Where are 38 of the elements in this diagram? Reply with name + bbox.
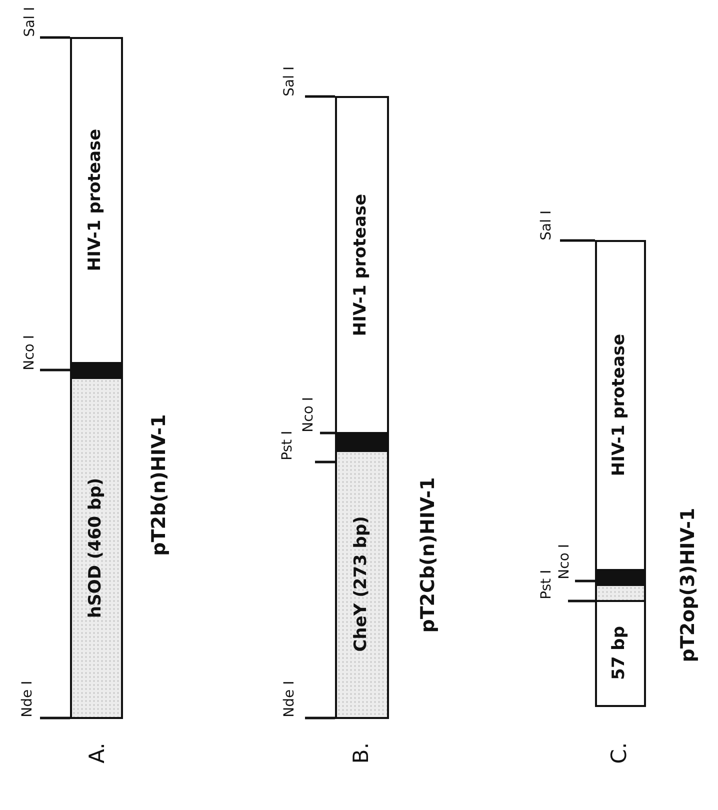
site-tick: [560, 239, 595, 242]
gene-segment: [595, 600, 646, 707]
segment-label: 57 bp: [611, 625, 629, 682]
segment-label: CheY (273 bp): [352, 515, 370, 654]
restriction-site-label: Nde I: [282, 654, 298, 717]
gene-segment: [335, 96, 389, 434]
restriction-site-label: Sal I: [282, 40, 298, 96]
gene-segment: [70, 37, 123, 364]
site-tick: [305, 95, 335, 98]
site-tick: [320, 432, 335, 434]
restriction-site-label: Sal I: [540, 186, 554, 240]
site-tick: [40, 36, 70, 39]
segment-label: HIV-1 protease: [352, 192, 370, 338]
panel-letter: A.: [86, 742, 110, 766]
site-tick: [40, 368, 70, 372]
construct-name: pT2Cb(n)HIV-1: [419, 476, 439, 635]
site-tick: [305, 716, 335, 720]
site-tick: [568, 600, 595, 602]
site-tick: [575, 580, 595, 582]
construct-name: pT2b(n)HIV-1: [150, 413, 170, 558]
restriction-site-label: Nco I: [302, 378, 316, 432]
site-tick: [40, 716, 70, 720]
restriction-site-label: Pst I: [280, 408, 296, 460]
site-tick: [315, 460, 335, 464]
restriction-site-label: Pst I: [540, 546, 554, 599]
gene-segment: [595, 240, 646, 571]
restriction-site-label: Sal I: [22, 0, 38, 37]
construct-name: pT2op(3)HIV-1: [679, 506, 699, 664]
gene-segment: [70, 377, 123, 719]
restriction-site-label: Nde I: [20, 654, 36, 717]
segment-label: hSOD (460 bp): [87, 476, 105, 620]
segment-label: HIV-1 protease: [87, 128, 105, 274]
gene-segment: [335, 450, 389, 719]
restriction-site-label: Nco I: [22, 318, 38, 370]
restriction-site-label: Nco I: [558, 524, 572, 579]
segment-label: HIV-1 protease: [611, 332, 629, 478]
panel-letter: C.: [608, 741, 632, 766]
panel-letter: B.: [350, 741, 374, 766]
